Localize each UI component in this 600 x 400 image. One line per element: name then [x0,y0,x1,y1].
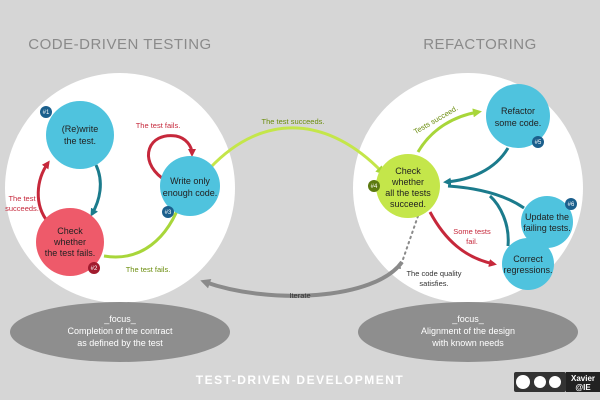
some-fail-label-1: Some tests [453,227,491,236]
left-focus-title: _focus_ [103,314,137,324]
node-rewrite-line1: (Re)write [62,124,99,134]
cc-license-badge: Xavier @IE [514,372,600,392]
quality-label-1: The code quality [406,269,461,278]
node-rewrite-line2: the test. [64,136,96,146]
node-update-line1: Update the [525,212,569,222]
node-update-line2: failing tests. [523,223,571,233]
test-succeeds-arrow [208,126,385,175]
node-refactor-number: #5 [535,140,542,146]
check-to-correct-arrow [428,211,497,267]
credit-line1: Xavier [571,374,595,383]
node-check-all-line3: all the tests [385,188,431,198]
node-check-fails-line1: Check [57,226,83,236]
iterate-label: Iterate [289,291,310,300]
write-code-loop-arrow [147,134,196,180]
check-to-refactor-arrow [416,108,482,153]
refactor-to-check-arrow [443,147,510,186]
node-check-fails-number: #2 [91,266,98,272]
node-correct-line2: regressions. [503,265,552,275]
by-icon [534,376,546,388]
node-write-code-number: #3 [165,210,172,216]
cc-icon [516,375,530,389]
iterate-arrow [200,260,404,298]
node-refactor-line1: Refactor [501,106,535,116]
credit-line2: @IE [575,383,591,392]
footer-title: TEST-DRIVEN DEVELOPMENT [196,373,405,387]
right-focus-ellipse [358,302,578,362]
quality-label-2: satisfies. [419,279,448,288]
node-update-number: #6 [568,202,575,208]
node-check-all-number: #4 [371,184,378,190]
node-write-code-line2: enough code. [163,188,218,198]
node-rewrite-number: #1 [43,110,50,116]
update-to-check-arrow [447,184,525,210]
node-check-all-tests: Check whether all the tests succeed. #4 [368,154,440,218]
node-refactor: Refactor some code. #5 [486,84,550,148]
test-fails-top-label: The test fails. [136,121,181,130]
sa-icon [549,376,561,388]
test-succeeds-label: The test succeeds. [262,117,325,126]
rewrite-to-check-arrow [90,164,102,217]
left-focus-line1: Completion of the contract [67,326,173,336]
node-refactor-line2: some code. [495,118,542,128]
left-focus-ellipse [10,302,230,362]
node-check-fails-line2: whether [53,237,86,247]
right-focus-line1: Alignment of the design [421,326,515,336]
right-section-title: REFACTORING [423,36,537,53]
some-fail-label-2: fail. [466,237,478,246]
node-write-code-line1: Write only [170,176,210,186]
correct-to-check-arrow [488,194,510,247]
node-write-code: Write only enough code. #3 [160,156,220,218]
left-focus-line2: as defined by the test [77,338,163,348]
node-check-fails-line3: the test fails. [45,248,96,258]
test-fails-bottom-label: The test fails. [126,265,171,274]
left-section-title: CODE-DRIVEN TESTING [28,36,211,53]
quality-dotted-line [399,215,419,269]
test-succeeds-left-label-1: The test [8,194,36,203]
check-to-rewrite-arrow [36,160,50,223]
right-focus-title: _focus_ [451,314,485,324]
test-succeeds-left-label-2: succeeds. [5,204,39,213]
node-check-all-line2: whether [391,177,424,187]
node-check-fails: Check whether the test fails. #2 [36,208,104,276]
node-update-tests: Update the failing tests. #6 [521,196,577,248]
right-focus-line2: with known needs [431,338,504,348]
node-check-all-line4: succeed. [390,199,426,209]
node-rewrite-test: (Re)write the test. #1 [40,101,114,169]
node-correct-regressions: Correct regressions. [502,238,554,290]
node-check-all-line1: Check [395,166,421,176]
node-correct-line1: Correct [513,254,543,264]
